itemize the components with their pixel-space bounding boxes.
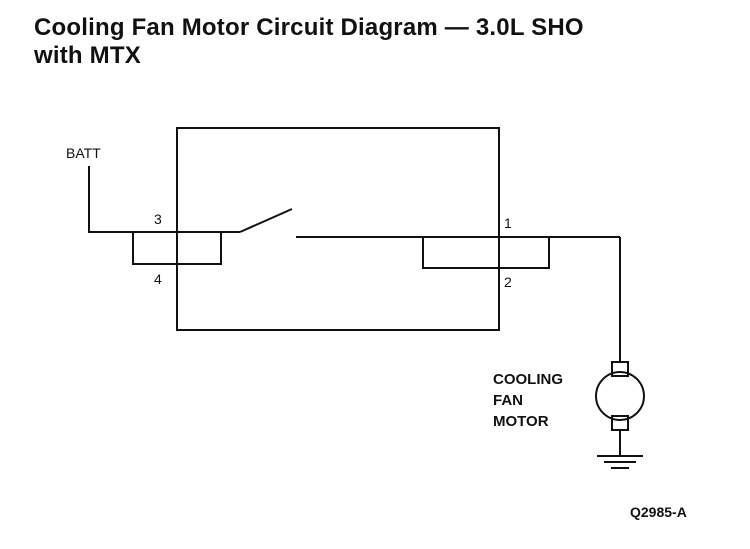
title-line-1: Cooling Fan Motor Circuit Diagram — 3.0L… bbox=[34, 14, 584, 41]
title-line-2: with MTX bbox=[34, 42, 141, 69]
terminal-1-label: 1 bbox=[504, 215, 512, 231]
ground-icon bbox=[597, 455, 643, 469]
batt-wire bbox=[88, 166, 240, 233]
diagram-title: Cooling Fan Motor Circuit Diagram — 3.0L… bbox=[34, 14, 734, 70]
switch-arm bbox=[239, 208, 293, 233]
terminal-3-label: 3 bbox=[154, 211, 162, 227]
terminal-block-1-2 bbox=[422, 236, 550, 269]
terminal-4-label: 4 bbox=[154, 271, 162, 287]
motor-label-line-1: COOLING bbox=[493, 371, 563, 388]
terminal-block-3-4 bbox=[132, 231, 222, 265]
motor-label-line-2: FAN bbox=[493, 392, 523, 409]
batt-label: BATT bbox=[66, 145, 101, 161]
motor-symbol bbox=[595, 361, 645, 431]
relay-box bbox=[176, 127, 500, 331]
motor-label-line-3: MOTOR bbox=[493, 413, 549, 430]
terminal-2-label: 2 bbox=[504, 274, 512, 290]
figure-reference: Q2985-A bbox=[630, 504, 687, 520]
